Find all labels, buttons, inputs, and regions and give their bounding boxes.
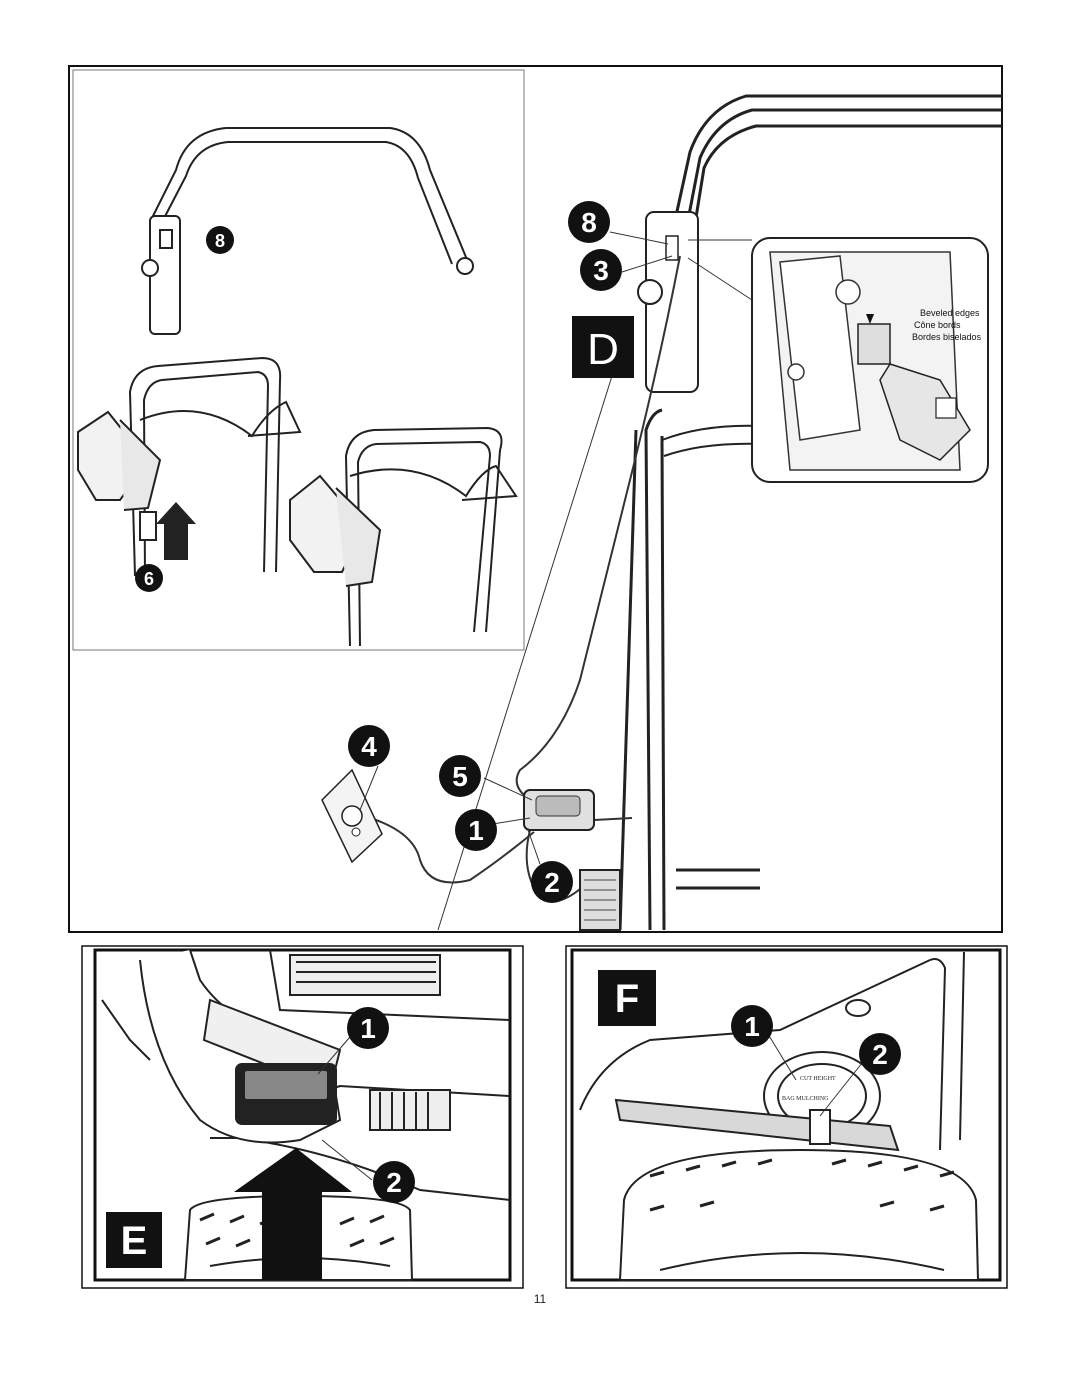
detail-label-english: Beveled edges	[920, 308, 980, 318]
mower-body-e	[101, 949, 511, 1201]
figure-d: Beveled edges Cône bords Bordes biselado…	[68, 65, 1003, 933]
callout-f-2-label: 2	[872, 1039, 888, 1070]
callout-f-2	[859, 1033, 901, 1075]
charger-unit	[523, 789, 595, 831]
hand-with-key	[139, 949, 342, 1144]
figure-d-letter: D	[587, 325, 619, 374]
callout-6-label: 6	[144, 569, 154, 589]
knob-text-cut-height: CUT HEIGHT	[800, 1076, 836, 1082]
control-box-knob	[637, 279, 663, 305]
callout-e-1-label: 1	[360, 1013, 376, 1044]
rear-tire	[579, 869, 621, 931]
callout-2	[531, 861, 573, 903]
figure-e-letter: E	[121, 1219, 148, 1263]
callout-1	[455, 809, 497, 851]
callout-5	[439, 755, 481, 797]
callout-8-main-label: 8	[581, 207, 597, 238]
figure-e: E 1 2	[81, 945, 524, 1289]
mower-deck-f	[579, 951, 965, 1151]
callout-4-label: 4	[361, 731, 377, 762]
callout-e-1	[347, 1007, 389, 1049]
callout-4	[348, 725, 390, 767]
detail-pointer-icon	[866, 314, 874, 324]
figure-e-outer-frame	[81, 945, 524, 1289]
callout-1-label: 1	[468, 815, 484, 846]
callout-e-2-label: 2	[386, 1167, 402, 1198]
callout-2-label: 2	[544, 867, 560, 898]
figure-d-letter-box	[572, 316, 634, 378]
figure-d-frame	[68, 65, 1003, 933]
knob-text-bag-mulching: BAG MULCHING	[782, 1096, 829, 1102]
figure-d-inset-frame	[72, 69, 525, 651]
mower-handle	[618, 94, 1002, 931]
detail-label-spanish: Bordes biselados	[912, 332, 982, 342]
figure-f: CUT HEIGHT BAG MULCHING F 1 2	[565, 945, 1008, 1289]
callout-3	[580, 249, 622, 291]
callout-8-main	[568, 201, 610, 243]
figure-e-letter-box	[106, 1212, 162, 1268]
handle-mounting-views	[77, 356, 518, 647]
knob-lever-f	[809, 1109, 831, 1145]
up-arrow-icon	[156, 502, 196, 560]
callout-5-label: 5	[452, 761, 468, 792]
callout-8-inset	[206, 226, 234, 254]
figure-f-outer-frame	[565, 945, 1008, 1289]
callout-f-1-label: 1	[744, 1011, 760, 1042]
callout-e-2	[373, 1161, 415, 1203]
tire-f	[618, 1148, 980, 1281]
callout-f-1	[731, 1005, 773, 1047]
handle-top-view	[141, 127, 474, 335]
callout-6	[135, 564, 163, 592]
wall-outlet	[321, 768, 383, 864]
control-box-connector	[665, 235, 679, 261]
detail-label-french: Cône bords	[914, 320, 961, 330]
figure-f-letter-box	[598, 970, 656, 1026]
page-number: 11	[533, 1292, 547, 1306]
figure-f-letter: F	[615, 977, 639, 1021]
up-arrow-icon-e	[234, 1148, 352, 1280]
callout-8-inset-label: 8	[215, 231, 225, 251]
callout-3-label: 3	[593, 255, 609, 286]
callout-lines-f	[767, 1033, 867, 1117]
connector-detail	[751, 237, 989, 483]
